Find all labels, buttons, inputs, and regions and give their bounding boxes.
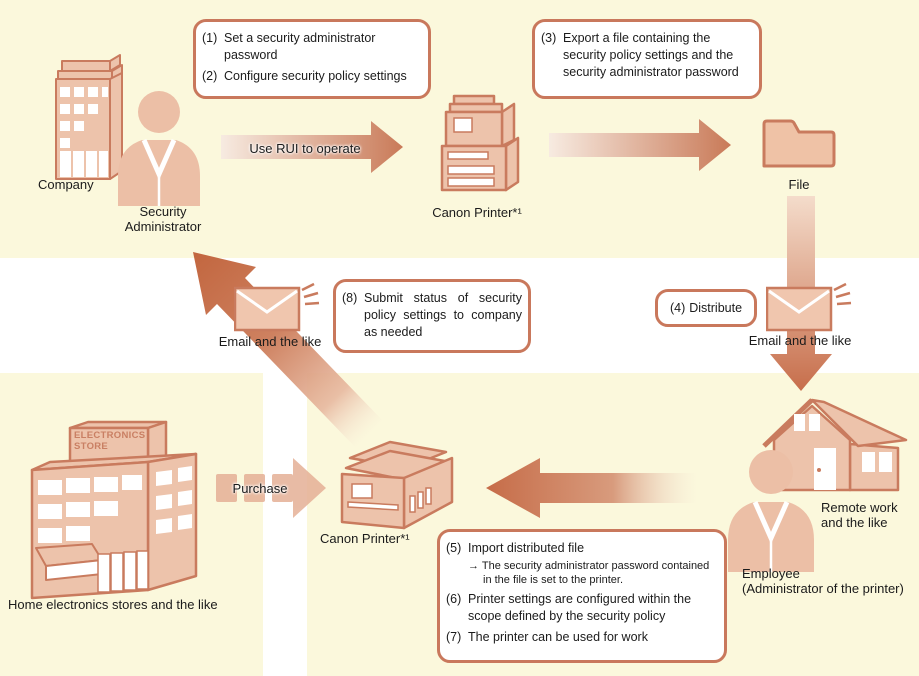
deliver-left-arrow [486, 458, 698, 518]
export-arrow [549, 119, 731, 171]
company-label: Company [38, 177, 94, 192]
security-admin-person-icon [118, 91, 200, 206]
callout-item-text: Set a security administrator password [224, 31, 376, 62]
callout-import: (5) Import distributed file → The securi… [437, 529, 727, 663]
callout-item-num: (5) [446, 541, 462, 555]
employee-label: Employee (Administrator of the printer) [742, 566, 904, 597]
canon-printer-top-icon [440, 94, 520, 192]
callout-item-num: (1) [202, 31, 218, 45]
callout-item-text: Export a file containing the security po… [563, 31, 739, 79]
callout-export: (3) Export a file containing the securit… [532, 19, 762, 99]
canon-printer-bottom-icon [340, 440, 454, 530]
callout-item-text: Printer settings are configured within t… [468, 592, 692, 624]
callout-item-text: Configure security policy settings [224, 68, 407, 83]
callout-item-num: (4) [669, 300, 686, 315]
store-label: Home electronics stores and the like [8, 597, 218, 612]
company-building-icon [55, 54, 123, 180]
callout-item-text: Distribute [689, 300, 743, 315]
file-folder-icon [762, 119, 836, 168]
callout-item-text: Submit status of security policy setting… [364, 291, 522, 339]
store-sign-text: ELECTRONICS STORE [74, 430, 146, 453]
callout-item-num: (8) [342, 291, 358, 305]
callout-item-num: (2) [202, 68, 218, 83]
security-admin-label: Security Administrator [124, 204, 202, 235]
purchase-arrow-label: Purchase [232, 481, 288, 496]
rui-arrow [221, 121, 403, 173]
employee-person-icon [728, 450, 814, 572]
rui-arrow-label: Use RUI to operate [249, 141, 361, 156]
remote-work-label: Remote work and the like [821, 500, 898, 531]
email-envelope-left-icon [234, 282, 320, 332]
email-left-label: Email and the like [218, 334, 322, 349]
purchase-arrow [216, 458, 326, 518]
callout-item-num: (7) [446, 629, 462, 644]
callout-setup: (1) Set a security administrator passwor… [193, 19, 431, 99]
callout-distribute: (4) Distribute [655, 289, 757, 327]
callout-item-subnote: → The security administrator password co… [468, 559, 710, 587]
callout-item-num: (3) [541, 31, 557, 45]
callout-item-text: Import distributed file [468, 541, 585, 555]
electronics-store-icon [30, 420, 198, 600]
email-envelope-right-icon [766, 282, 852, 332]
callout-item-num: (6) [446, 592, 462, 607]
printer-bottom-label: Canon Printer*¹ [320, 531, 410, 546]
file-label: File [788, 177, 810, 192]
email-right-label: Email and the like [748, 333, 852, 348]
callout-submit: (8) Submit status of security policy set… [333, 279, 531, 353]
callout-item-text: The printer can be used for work [468, 629, 648, 644]
printer-top-label: Canon Printer*¹ [432, 205, 522, 220]
